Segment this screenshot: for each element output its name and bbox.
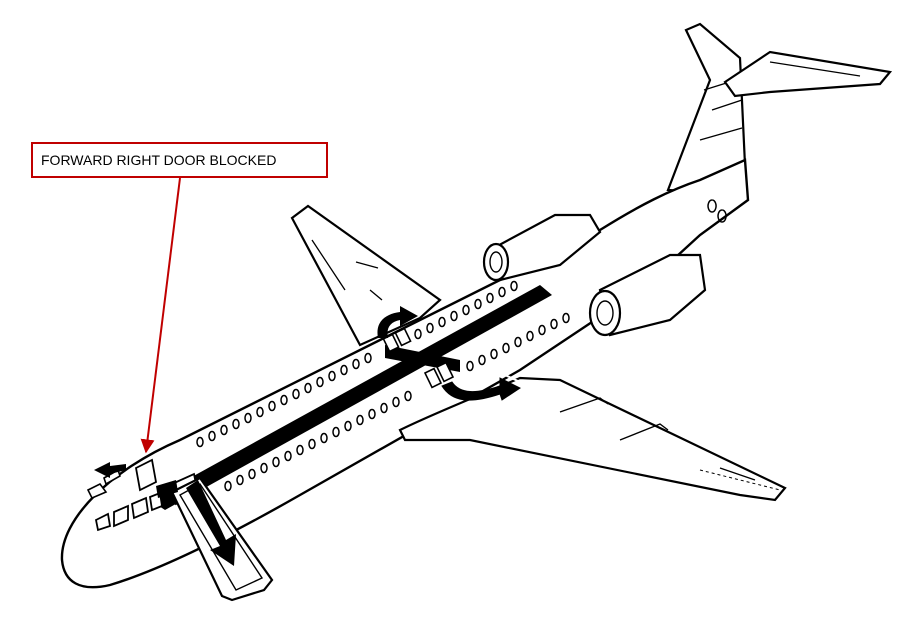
right-engine [588,253,707,337]
forward-right-door-arrow [94,462,126,478]
cockpit-windows [94,491,163,532]
horizontal-stabilizer [723,50,893,98]
left-engine [482,213,602,282]
callout-leader-line [140,177,181,454]
upper-window-row [196,280,518,448]
lower-window-row [224,312,570,492]
callout-label: FORWARD RIGHT DOOR BLOCKED [41,152,277,168]
blocked-door-callout: FORWARD RIGHT DOOR BLOCKED [31,142,328,178]
forward-slide-arrow [186,480,236,566]
forward-right-door [134,458,158,492]
overwing-exits [382,327,455,389]
cabin-aisle [150,285,552,510]
right-overwing-escape-arrow [441,377,521,401]
left-overwing-escape-arrow [377,306,418,338]
